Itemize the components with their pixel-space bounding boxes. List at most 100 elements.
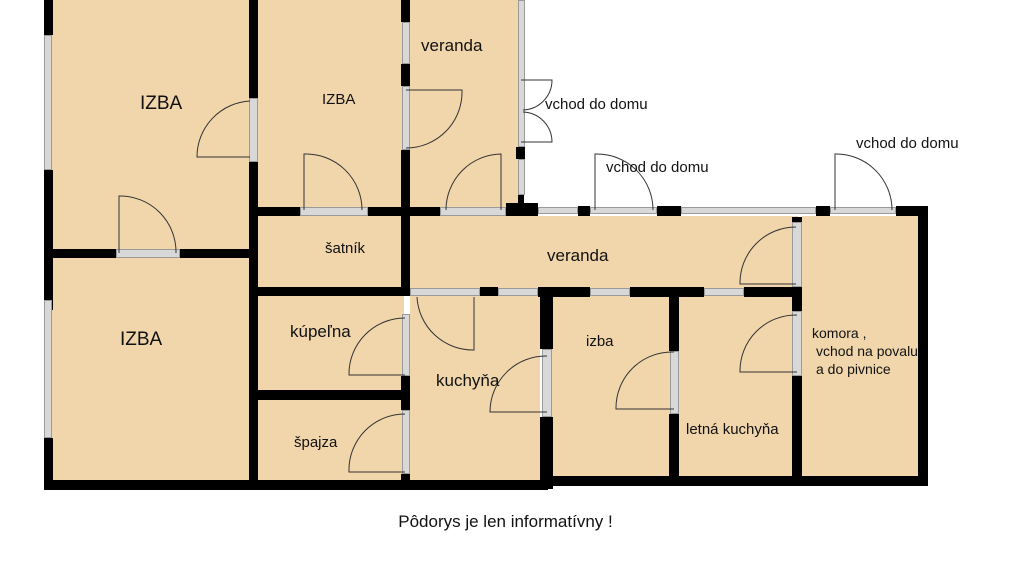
window — [538, 207, 578, 214]
wall — [516, 147, 525, 159]
wall — [401, 0, 410, 22]
room-izba-bottom-left — [52, 258, 250, 480]
window — [402, 314, 410, 376]
wall — [538, 287, 590, 297]
door-arc — [594, 153, 654, 211]
room-veranda-top — [410, 0, 518, 210]
window — [518, 0, 525, 147]
window — [681, 207, 816, 214]
room-label: IZBA — [120, 329, 163, 350]
room-label: IZBA — [140, 93, 183, 114]
wall — [630, 287, 704, 297]
room-label-line: komora , — [812, 325, 867, 341]
door-arc — [521, 79, 553, 111]
wall — [44, 170, 53, 310]
window — [402, 22, 410, 64]
room-label-line: vchod na povalu — [816, 343, 918, 359]
wall — [44, 0, 53, 35]
window — [792, 222, 802, 287]
door-arc — [405, 89, 463, 149]
room-kupelna — [258, 296, 404, 390]
window — [300, 207, 368, 216]
door-arc — [118, 195, 177, 254]
wall — [258, 287, 410, 296]
wall — [792, 217, 802, 222]
window — [590, 288, 630, 296]
wall — [44, 480, 548, 490]
door-arc — [416, 296, 475, 351]
wall — [44, 438, 53, 490]
window — [116, 249, 180, 258]
wall — [44, 249, 116, 258]
room-label: šatník — [325, 240, 366, 257]
entrance-label: vchod do domu — [606, 159, 709, 176]
room-kuchyna — [410, 296, 540, 482]
room-satnik — [258, 216, 404, 288]
room-spajza — [258, 400, 404, 480]
wall — [540, 476, 928, 486]
window — [792, 311, 802, 376]
disclaimer-note: Pôdorys je len informatívny ! — [398, 512, 613, 531]
window — [518, 159, 525, 195]
wall — [480, 287, 498, 296]
window — [410, 288, 480, 296]
wall — [401, 376, 410, 410]
room-izba-top-left — [52, 0, 250, 250]
entrance-label: vchod do domu — [545, 96, 648, 113]
door-arc — [834, 153, 893, 211]
wall — [669, 414, 679, 482]
wall — [506, 203, 538, 216]
room-label: špajza — [294, 434, 338, 451]
door-arc — [615, 351, 675, 410]
wall — [792, 287, 802, 311]
wall — [258, 390, 410, 400]
door-arc — [739, 314, 798, 373]
wall — [518, 195, 524, 205]
wall — [792, 376, 802, 482]
door-arc — [521, 111, 553, 143]
wall — [258, 207, 300, 216]
door-arc — [303, 153, 363, 211]
room-label-komora: komora , vchod na povalu a do pivnice — [812, 324, 934, 378]
window — [440, 207, 506, 216]
window — [498, 288, 538, 296]
wall — [401, 64, 410, 86]
window — [830, 207, 896, 214]
room-label: veranda — [547, 246, 609, 265]
wall — [249, 0, 258, 98]
window — [590, 207, 657, 214]
wall — [669, 287, 679, 351]
door-arc — [739, 226, 797, 285]
wall — [180, 249, 258, 258]
door-arc — [489, 355, 548, 413]
window — [44, 300, 52, 438]
wall — [816, 206, 830, 216]
wall — [578, 206, 590, 216]
window — [542, 349, 552, 417]
wall — [401, 474, 410, 486]
door-arc — [196, 100, 251, 158]
room-komora — [802, 216, 918, 476]
door-arc — [445, 153, 502, 211]
wall — [249, 162, 258, 486]
window — [44, 35, 52, 170]
wall — [368, 207, 440, 216]
window — [249, 98, 258, 162]
wall — [657, 206, 681, 216]
wall — [401, 150, 410, 296]
entrance-label: vchod do domu — [856, 135, 959, 152]
room-izba-top-middle — [258, 0, 404, 210]
room-izba-small — [552, 296, 670, 476]
room-label: IZBA — [322, 91, 356, 108]
room-label-line: a do pivnice — [816, 361, 891, 377]
room-label: kúpeľna — [290, 322, 351, 341]
window — [670, 351, 679, 414]
room-letna-kuchyna — [678, 296, 794, 476]
window — [402, 410, 410, 474]
room-veranda-middle — [410, 216, 798, 288]
room-label: veranda — [421, 36, 483, 55]
room-label: kuchyňa — [436, 371, 500, 390]
window — [704, 288, 744, 296]
door-arc — [348, 413, 406, 473]
